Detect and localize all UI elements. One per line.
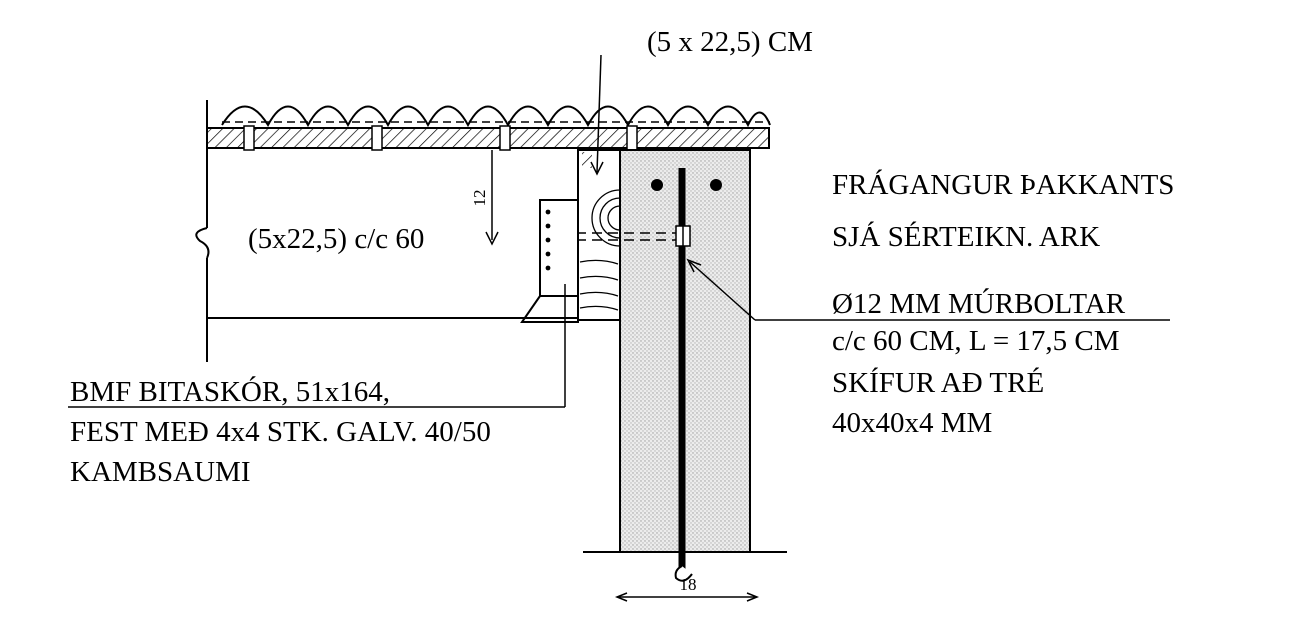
eave-note-line1: FRÁGANGUR ÞAKKANTS	[832, 168, 1174, 201]
wall-plate	[577, 149, 621, 321]
dimension-height-label: 12	[470, 190, 489, 207]
beam-spec-label: (5x22,5) c/c 60	[248, 223, 424, 255]
bolt-note-line4: 40x40x4 MM	[832, 407, 992, 439]
eave-note-line2: SJÁ SÉRTEIKN. ARK	[832, 220, 1100, 253]
height-dimension: 12	[470, 150, 499, 246]
hanger-note-line3: KAMBSAUMI	[70, 456, 250, 488]
dimension-width-label: 18	[680, 575, 697, 594]
hanger-note-line1: BMF BITASKÓR, 51x164,	[70, 375, 390, 408]
roof-boards	[206, 125, 770, 151]
break-line	[195, 100, 210, 362]
bolt-note-line3: SKÍFUR AÐ TRÉ	[832, 366, 1044, 399]
hanger-note-line2: FEST MEÐ 4x4 STK. GALV. 40/50	[70, 416, 491, 448]
beam-hanger	[520, 199, 579, 323]
beam-size-title: (5 x 22,5) CM	[647, 26, 813, 58]
width-dimension: 18	[614, 575, 760, 602]
bolt-note-line1: Ø12 MM MÚRBOLTAR	[832, 287, 1126, 320]
leader-lines	[68, 54, 1170, 408]
bolt-note-line2: c/c 60 CM, L = 17,5 CM	[832, 325, 1120, 357]
roof-sheeting	[221, 105, 771, 128]
